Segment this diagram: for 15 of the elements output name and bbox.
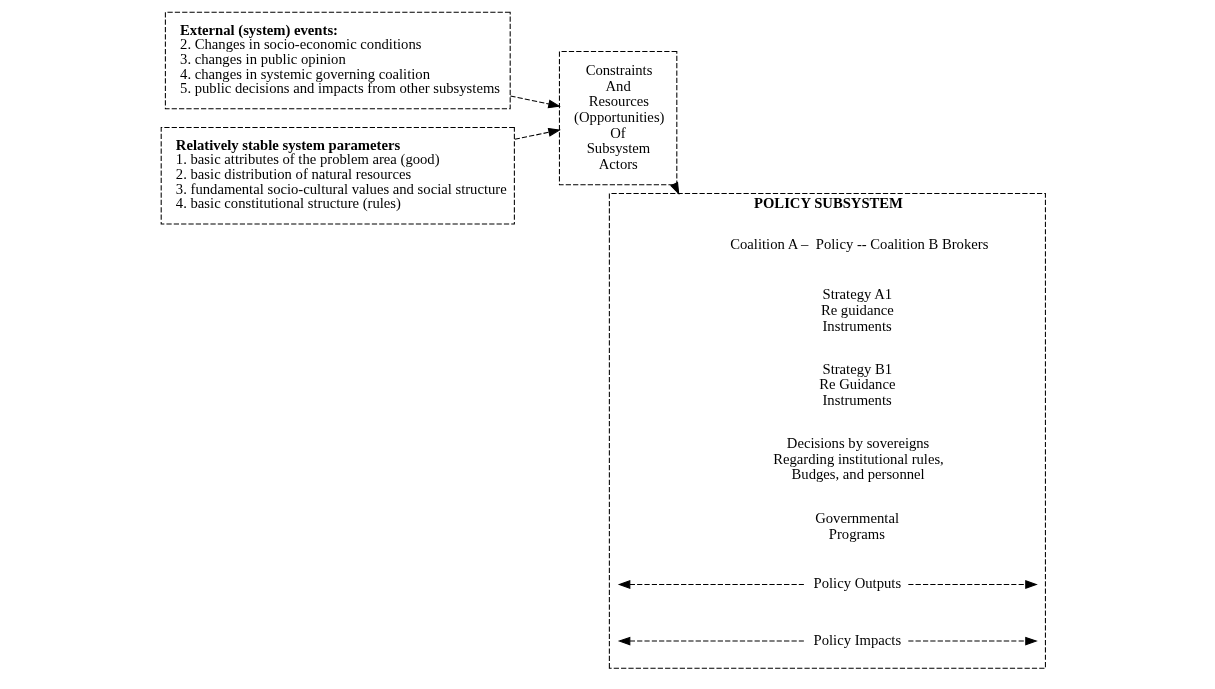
- node-text: Decisions by sovereigns Regarding institutional rules, Budges, and personnel: [773, 434, 944, 483]
- node-text: Coalition A – Policy -- Coalition B Brokers: [730, 235, 989, 252]
- node-text: Governmental Programs: [815, 509, 899, 542]
- node-box: Relatively stable system parameters 1. basic attributes of the problem area (good) 2. basic distribution of natural resources 3. fundamental socio-cultural values and social structure 4. basic constitutional structure (rules): [160, 127, 515, 225]
- node-text: Strategy B1 Re Guidance Instruments: [819, 360, 896, 408]
- node-text: Policy Impacts: [813, 631, 902, 648]
- arrow: [907, 636, 1038, 646]
- arrow: [509, 95, 561, 109]
- arrow: [617, 580, 806, 589]
- node-text: Policy Outputs: [813, 575, 902, 592]
- arrow: [907, 580, 1038, 589]
- arrow: [514, 128, 561, 140]
- node-text: Strategy A1 Re guidance Instruments: [820, 286, 894, 334]
- arrow: [617, 636, 806, 646]
- node-box: External (system) events: 2. Changes in socio-economic conditions 3. changes in public opinion 4. changes in systemic governing coalition 5. public decisions and impacts from other subsystems: [164, 11, 511, 110]
